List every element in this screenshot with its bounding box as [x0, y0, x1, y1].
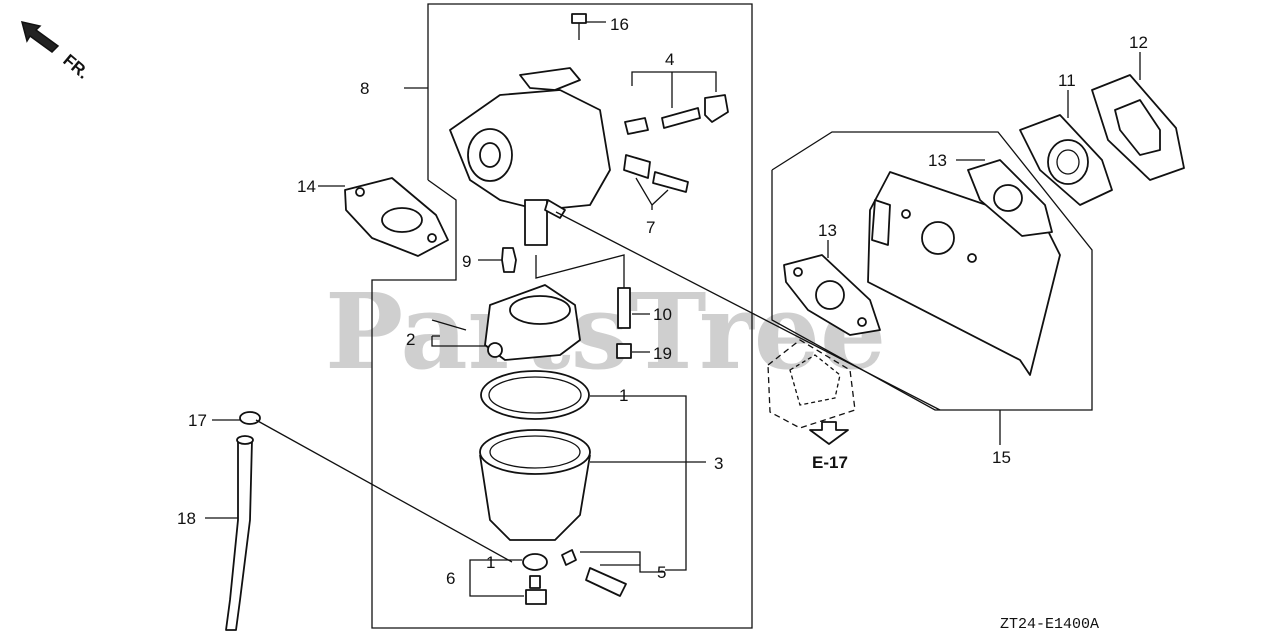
- diagram-code: ZT24-E1400A: [1000, 616, 1099, 633]
- callout-1-lower: 1: [486, 553, 495, 572]
- callout-5: 5: [657, 563, 666, 582]
- callout-19: 19: [653, 344, 672, 363]
- callout-11: 11: [1058, 71, 1076, 90]
- callout-17: 17: [188, 411, 207, 430]
- part-6-bolt: [469, 559, 547, 605]
- reference-label: E-17: [812, 453, 848, 472]
- tube-routing-line: [255, 419, 513, 563]
- part-7-screw-set: [623, 154, 689, 210]
- air-cleaner-reference: [555, 211, 941, 429]
- callout-1-upper: 1: [619, 386, 628, 405]
- insulator-kit-frame: [771, 131, 1093, 411]
- callout-9: 9: [462, 252, 471, 271]
- part-13-gasket-right: [956, 159, 1053, 237]
- part-3-float-chamber: [479, 429, 706, 541]
- bracket-line: [535, 254, 625, 290]
- carburetor-assembly-frame: [371, 3, 753, 629]
- part-9-drain-screw: [478, 247, 517, 273]
- callout-16: 16: [610, 15, 629, 34]
- callout-12: 12: [1129, 33, 1148, 52]
- callout-14: 14: [297, 177, 316, 196]
- callout-2: 2: [406, 330, 415, 349]
- front-label: FR.: [59, 51, 92, 83]
- part-14-gasket: [318, 177, 449, 257]
- callout-7: 7: [646, 218, 655, 237]
- front-direction-arrow-icon: [20, 21, 60, 53]
- part-12-gasket: [1091, 52, 1185, 181]
- part-2-float-pin: [431, 319, 492, 347]
- part-18-fuel-tube: [205, 435, 254, 631]
- callout-15: 15: [992, 448, 1011, 467]
- part-16-screw: [571, 13, 606, 40]
- part-13-gasket-left: [783, 240, 881, 336]
- callout-10: 10: [653, 305, 672, 324]
- callout-6: 6: [446, 569, 455, 588]
- callout-13-left: 13: [818, 221, 837, 240]
- callout-18: 18: [177, 509, 196, 528]
- callout-4: 4: [665, 50, 674, 69]
- part-11-insulator: [1019, 90, 1113, 206]
- part-4-screw-set: [624, 71, 729, 135]
- callout-3: 3: [714, 454, 723, 473]
- part-17-tube-clip: [212, 411, 261, 425]
- callout-13-right: 13: [928, 151, 947, 170]
- reference-arrow-icon: [809, 421, 849, 445]
- part-5-drain-screw: [561, 549, 665, 597]
- part-8-carburetor-body: [404, 67, 611, 246]
- part-1-o-ring: [480, 370, 687, 571]
- float-assembly: [484, 284, 581, 361]
- part-1-washer: [522, 553, 548, 571]
- callout-8: 8: [360, 79, 369, 98]
- part-19-nut: [616, 343, 650, 359]
- part-10-jet: [617, 287, 650, 329]
